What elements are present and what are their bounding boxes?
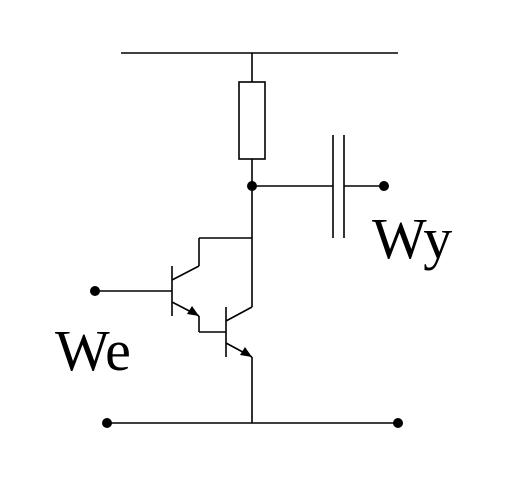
ground-terminal-left	[102, 418, 112, 428]
transistor-2	[225, 306, 253, 358]
output-terminal	[379, 181, 389, 191]
transistor-2-collector	[225, 306, 253, 322]
transistor-1	[171, 265, 200, 317]
transistor-1-emitter-arrow	[187, 306, 199, 316]
ground-terminal-right	[393, 418, 403, 428]
input-label: We	[55, 318, 131, 383]
resistor	[238, 81, 266, 160]
transistor-1-collector	[171, 265, 200, 281]
output-label: Wy	[372, 206, 452, 271]
transistor-2-emitter-arrow	[240, 347, 252, 357]
